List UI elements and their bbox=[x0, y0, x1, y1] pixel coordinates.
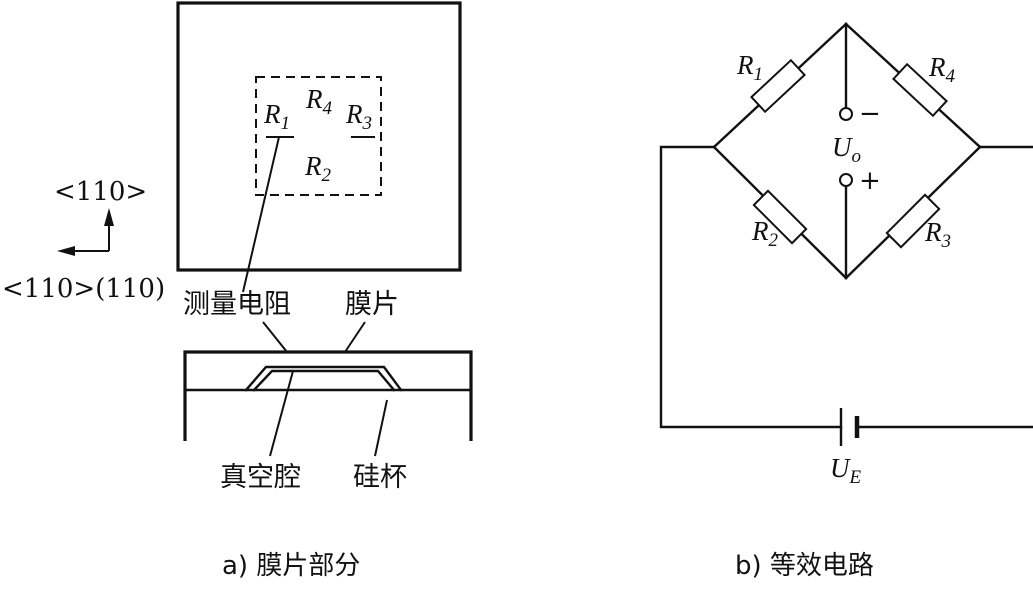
resistor-r3-label: R3 bbox=[924, 217, 951, 252]
output-voltage-label: Uo bbox=[832, 132, 861, 167]
terminal-minus bbox=[839, 107, 853, 121]
label-r3: R3 bbox=[345, 99, 372, 134]
resistor-r4-label: R4 bbox=[928, 52, 956, 87]
label-r1: R1 bbox=[263, 99, 290, 134]
leader-measuring-resistor bbox=[242, 136, 280, 293]
label-vacuum-cavity: 真空腔 bbox=[220, 462, 301, 493]
leader-silicon-cup bbox=[374, 399, 388, 457]
supply-voltage-label: UE bbox=[830, 453, 862, 488]
label-diaphragm: 膜片 bbox=[345, 289, 399, 320]
resistor-r1 bbox=[750, 58, 806, 114]
label-silicon-cup: 硅杯 bbox=[353, 462, 407, 493]
vacuum-cavity-inner bbox=[252, 369, 396, 392]
resistor-r2 bbox=[752, 189, 808, 245]
bridge-circuit: R1 R4 R2 R3 − Uo + UE bbox=[659, 22, 1033, 488]
axis-horizontal-arrowhead bbox=[57, 246, 75, 256]
label-r2: R2 bbox=[304, 151, 332, 186]
wire-supply-left bbox=[659, 145, 843, 429]
leader-resistor-to-section bbox=[262, 321, 288, 353]
caption-right: b) 等效电路 bbox=[735, 551, 874, 581]
resistor-region-dashed bbox=[255, 76, 382, 196]
resistor-r2-label: R2 bbox=[751, 216, 779, 251]
resistor-r3 bbox=[885, 193, 941, 249]
terminal-plus bbox=[839, 173, 853, 187]
direction-vertical-label: <110> bbox=[54, 177, 147, 207]
label-measuring-resistor: 测量电阻 bbox=[183, 289, 291, 320]
terminal-minus-sign: − bbox=[859, 99, 881, 129]
resistor-r4 bbox=[892, 62, 948, 118]
resistor-r1-label: R1 bbox=[736, 50, 763, 85]
terminal-plus-sign: + bbox=[859, 166, 881, 196]
axis-vertical-arrowhead bbox=[104, 208, 114, 226]
chip-outline bbox=[176, 1, 462, 272]
caption-left: a) 膜片部分 bbox=[222, 551, 360, 581]
section-outline bbox=[183, 350, 473, 441]
diaphragm-top-view: R1 R4 R3 R2 bbox=[176, 1, 462, 293]
label-r4: R4 bbox=[305, 84, 333, 119]
leader-diaphragm bbox=[344, 321, 366, 353]
crystal-direction-axes: <110> <110>(110) bbox=[2, 177, 165, 304]
direction-horizontal-label: <110>(110) bbox=[2, 274, 165, 304]
diaphragm-cross-section: 测量电阻 膜片 真空腔 硅杯 bbox=[183, 289, 473, 493]
vacuum-cavity-outer bbox=[244, 365, 403, 392]
leader-vacuum-cavity bbox=[269, 370, 294, 457]
